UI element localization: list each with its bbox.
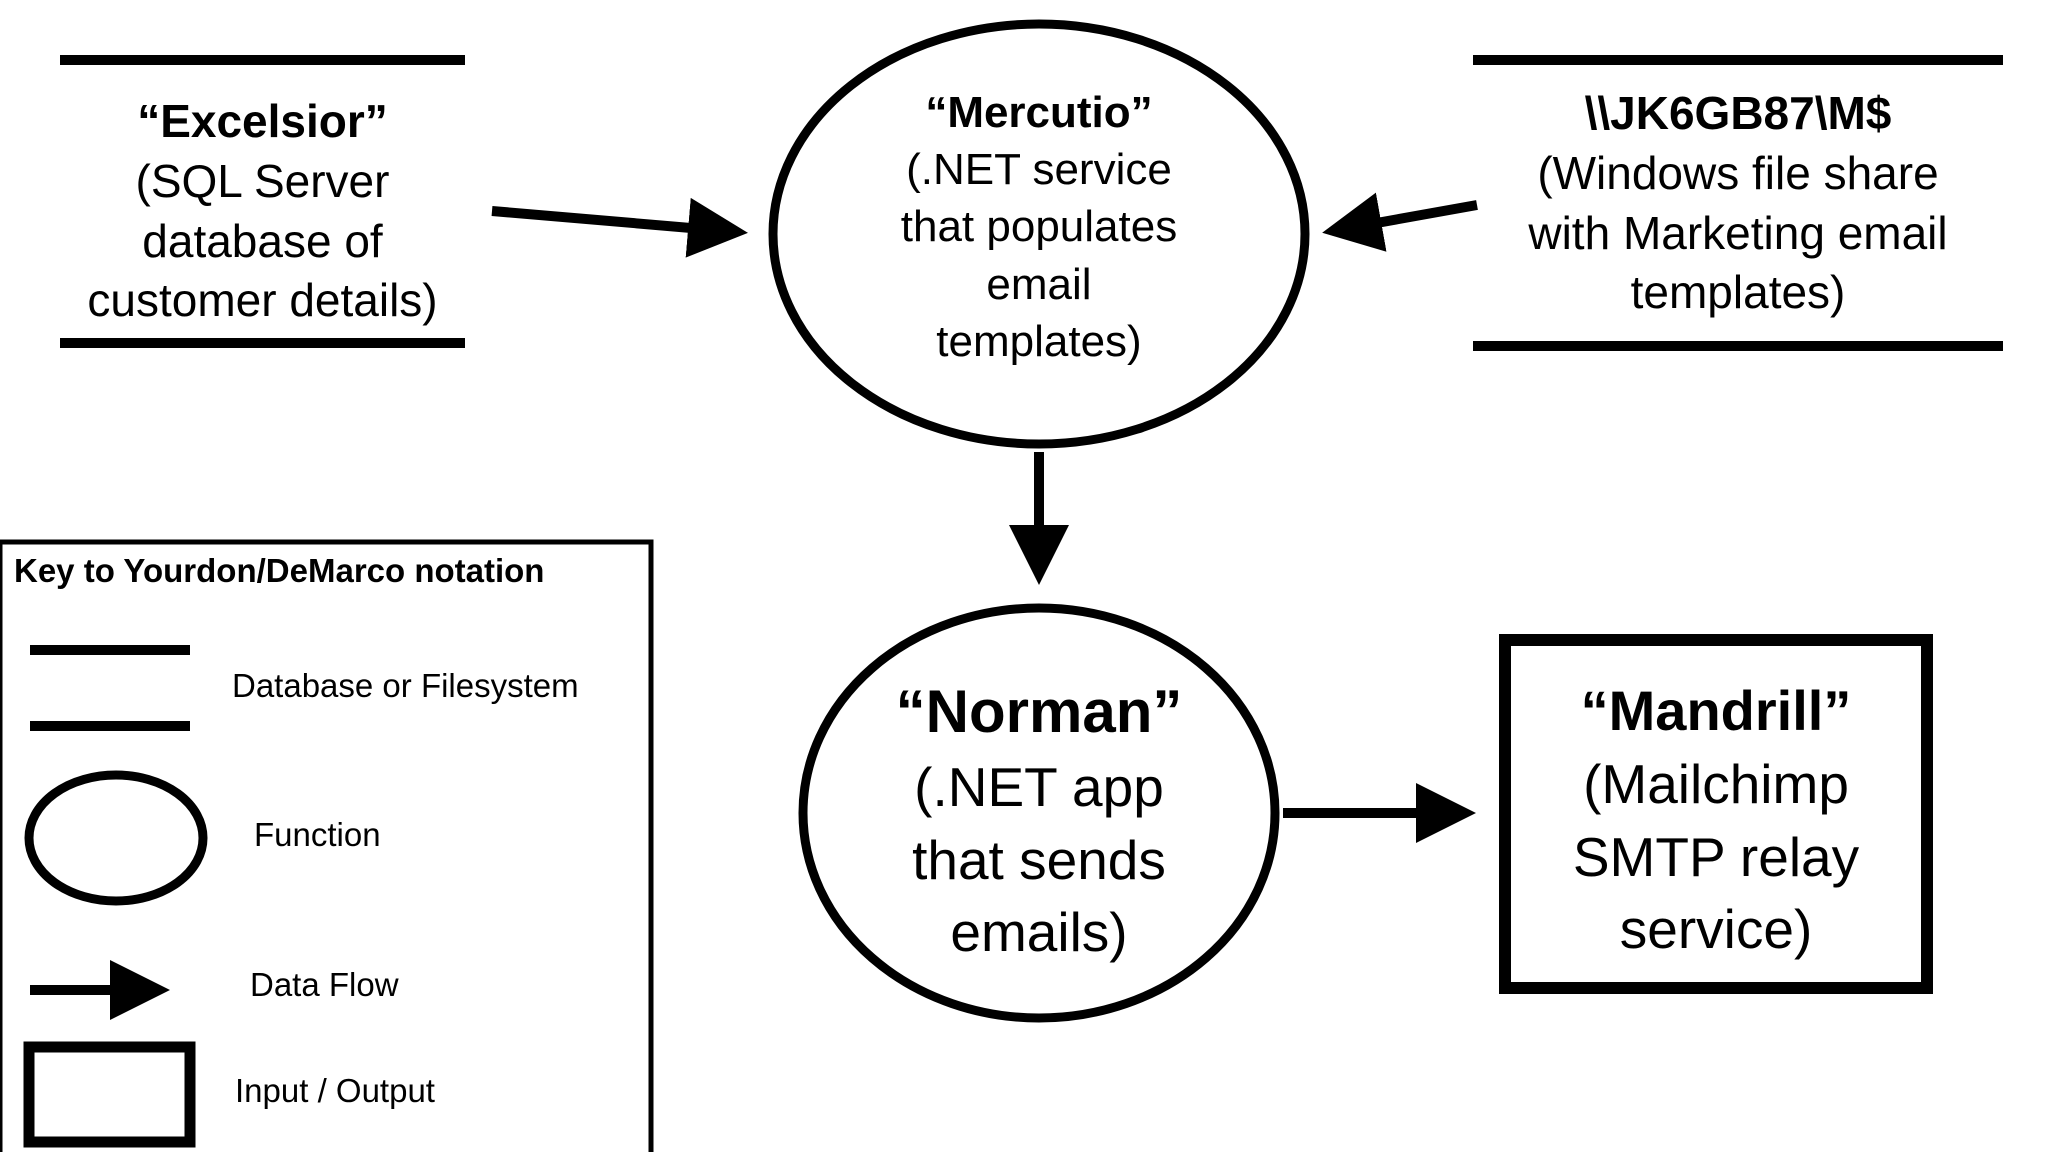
key-function-ellipse	[24, 770, 208, 906]
fileshare-line-1: (Windows file share	[1537, 146, 1939, 199]
mandrill-label: “Mandrill” (Mailchimp SMTP relay service…	[1511, 674, 1921, 966]
mandrill-line-1: (Mailchimp	[1583, 752, 1849, 815]
flow-fileshare-to-mercutio	[1322, 192, 1478, 252]
excelsior-line-2: database of	[142, 214, 383, 267]
mandrill-line-2: SMTP relay	[1572, 825, 1860, 888]
mercutio-label: “Mercutio” (.NET service that populates …	[839, 84, 1239, 370]
norman-title: “Norman”	[895, 678, 1183, 745]
norman-label: “Norman” (.NET app that sends emails)	[839, 672, 1239, 969]
mercutio-line-4: templates)	[936, 316, 1142, 366]
mercutio-title: “Mercutio”	[925, 88, 1153, 137]
norman-line-3: emails)	[950, 901, 1128, 964]
fileshare-line-3: templates)	[1630, 266, 1846, 319]
key-data-flow-label: Data Flow	[250, 966, 399, 1003]
norman-ellipse	[798, 603, 1280, 1023]
mandrill-title: “Mandrill”	[1580, 679, 1852, 742]
key-box	[0, 539, 654, 1152]
key-io-label: Input / Output	[235, 1072, 435, 1109]
fileshare-title: \\JK6GB87\M$	[1584, 87, 1892, 139]
mercutio-line-2: that populates	[900, 202, 1178, 252]
fileshare-label: \\JK6GB87\M$ (Windows file share with Ma…	[1473, 84, 2003, 323]
mandrill-box	[1499, 634, 1933, 994]
key-function-label: Function	[254, 816, 381, 853]
excelsior-title: “Excelsior”	[137, 95, 388, 147]
excelsior-line-3: customer details)	[87, 274, 438, 327]
mercutio-line-3: email	[986, 259, 1092, 309]
key-database-label: Database or Filesystem	[232, 667, 579, 704]
mandrill-line-3: service)	[1619, 898, 1813, 961]
excelsior-line-1: (SQL Server	[135, 154, 390, 207]
flow-excelsior-to-mercutio	[491, 197, 748, 258]
norman-line-1: (.NET app	[914, 756, 1164, 819]
fileshare-line-2: with Marketing email	[1528, 206, 1948, 259]
mercutio-line-1: (.NET service	[906, 145, 1172, 195]
norman-line-2: that sends	[912, 828, 1166, 891]
excelsior-label: “Excelsior” (SQL Server database of cust…	[60, 92, 465, 331]
key-io-box	[23, 1041, 196, 1148]
mercutio-ellipse	[768, 19, 1310, 449]
key-title: Key to Yourdon/DeMarco notation	[14, 552, 545, 589]
